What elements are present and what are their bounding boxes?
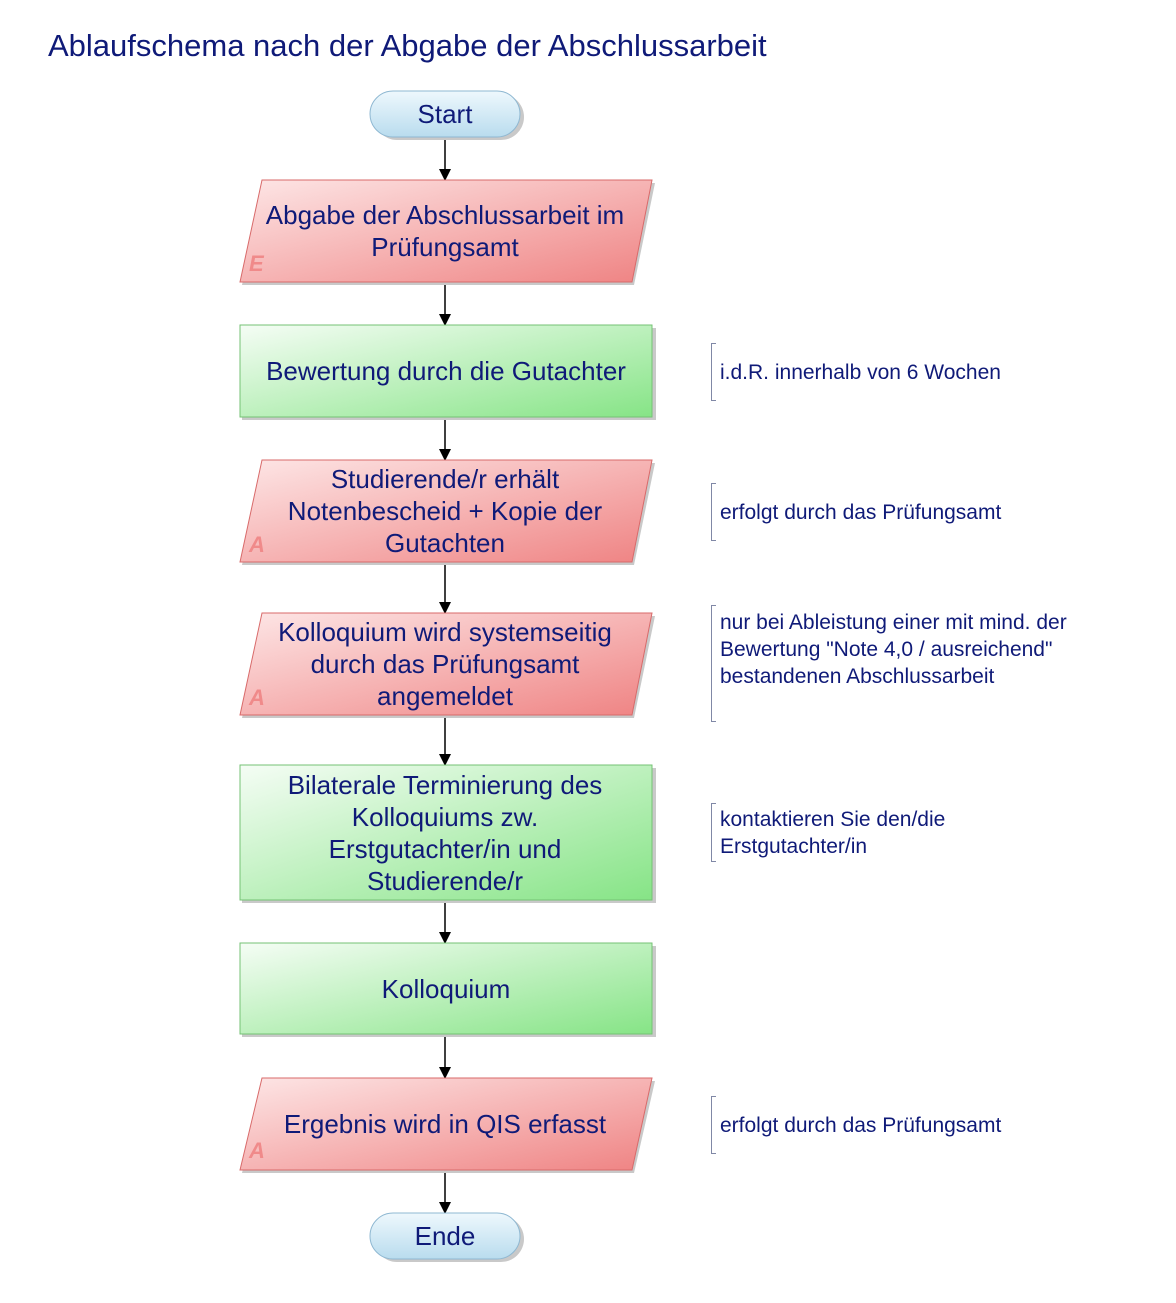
bewertung-label: Bewertung durch die Gutachter bbox=[266, 356, 626, 386]
notenbescheid-io-shape bbox=[239, 459, 653, 563]
note-bewertung: i.d.R. innerhalb von 6 Wochen bbox=[720, 361, 1001, 384]
ende-terminal bbox=[369, 1212, 521, 1260]
start-label: Start bbox=[417, 99, 473, 129]
note-ergebnis: erfolgt durch das Prüfungsamt bbox=[720, 1114, 1002, 1137]
anmeldung-io-shape bbox=[239, 612, 653, 716]
notenbescheid-tag: A bbox=[249, 532, 265, 557]
anmeldung-tag: A bbox=[249, 685, 265, 710]
diagram-title: Ablaufschema nach der Abgabe der Abschlu… bbox=[48, 28, 767, 63]
kolloquium-process-shape bbox=[239, 942, 653, 1035]
note-bracket-bewertung bbox=[711, 343, 716, 401]
ergebnis-label: Ergebnis wird in QIS erfasst bbox=[283, 1109, 607, 1139]
note-bracket-ergebnis bbox=[711, 1096, 716, 1154]
note-notenbescheid: erfolgt durch das Prüfungsamt bbox=[720, 501, 1002, 524]
bewertung-process-shape bbox=[239, 324, 653, 418]
abgabe-io-shape bbox=[239, 179, 653, 283]
anmeldung-label: Kolloquium wird systemseitig durch das P… bbox=[278, 617, 612, 711]
note-bracket-notenbescheid bbox=[711, 483, 716, 541]
note-anmeldung: nur bei Ableistung einer mit mind. der B… bbox=[720, 611, 1067, 688]
ende-label: Ende bbox=[414, 1221, 476, 1251]
notenbescheid-label: Studierende/r erhält Notenbescheid + Kop… bbox=[287, 464, 603, 558]
note-bracket-anmeldung bbox=[711, 605, 716, 722]
ergebnis-tag: A bbox=[249, 1138, 265, 1163]
start-terminal bbox=[369, 90, 521, 138]
terminierung-label: Bilaterale Terminierung des Kolloquiums … bbox=[287, 769, 603, 896]
abgabe-label: Abgabe der Abschlussarbeit im Prüfungsam… bbox=[265, 200, 625, 262]
note-terminierung: kontaktieren Sie den/die Erstgutachter/i… bbox=[720, 808, 946, 858]
kolloquium-label: Kolloquium bbox=[381, 973, 511, 1004]
ergebnis-io-shape bbox=[239, 1077, 653, 1171]
abgabe-tag: E bbox=[249, 251, 264, 276]
terminierung-process-shape bbox=[239, 764, 653, 901]
note-bracket-terminierung bbox=[711, 803, 716, 862]
